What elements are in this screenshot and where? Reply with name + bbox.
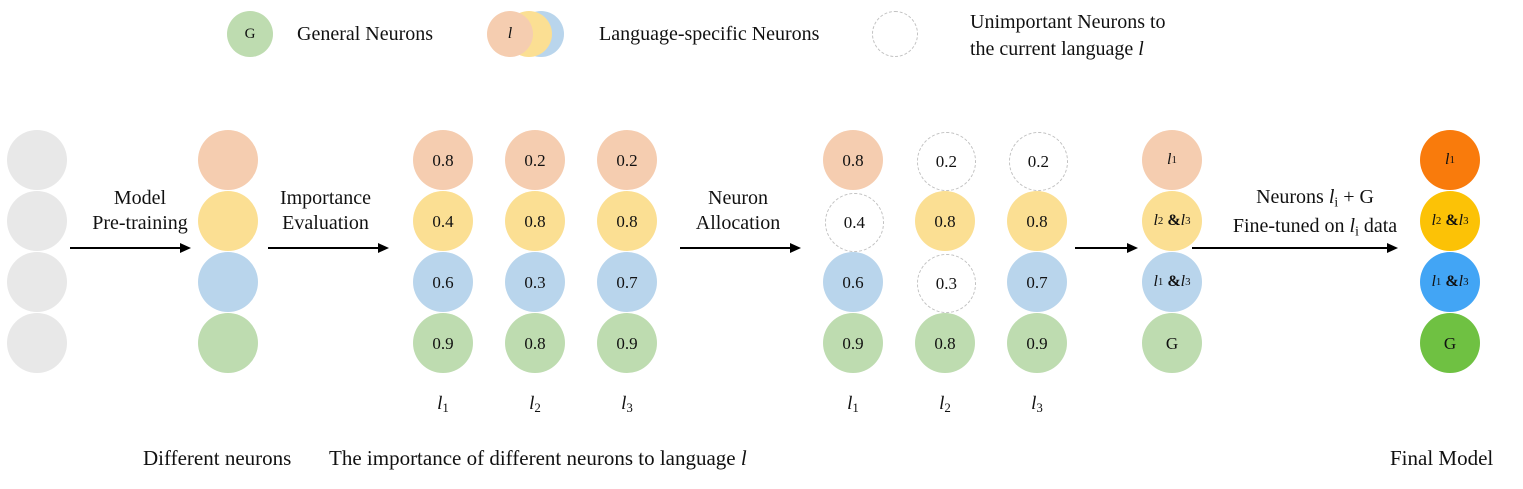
step-fine-tuning-label: Neurons li + G Fine-tuned on li data [1205, 185, 1425, 244]
caption-different-neurons: Different neurons [143, 446, 292, 470]
allocation-l1-neuron-1-inactive: 0.4 [825, 193, 884, 252]
typed-neuron-0 [198, 130, 258, 190]
untyped-neuron-0 [7, 130, 67, 190]
step-2-line1: Importance [279, 187, 372, 209]
typed-neuron-3 [198, 313, 258, 373]
legend-general-glyph: G [244, 25, 256, 42]
allocation-l1-neuron-3: 0.9 [823, 313, 883, 373]
legend-unimportant-neuron-icon [872, 11, 918, 57]
typed-neuron-2 [198, 252, 258, 312]
arrow-2-line [268, 247, 381, 249]
step-4-line1: Neurons li + G [1256, 186, 1374, 210]
importance-l3-neuron-2: 0.7 [597, 252, 657, 312]
importance-column-label-l2: l2 [529, 393, 541, 416]
step-4-line2: Fine-tuned on li data [1232, 215, 1398, 239]
step-model-pre-training-label: Model Pre-training [55, 186, 225, 236]
final-neuron-3: G [1420, 313, 1480, 373]
arrow-5-line [1192, 247, 1390, 249]
allocation-l1-neuron-2: 0.6 [823, 252, 883, 312]
allocation-column-label-l3: l3 [1031, 393, 1043, 416]
arrow-4-head [1127, 243, 1138, 253]
untyped-neuron-1 [7, 191, 67, 251]
allocation-column-label-l1: l1 [847, 393, 859, 416]
legend-lang-label: Language-specific Neurons [599, 23, 820, 45]
importance-l2-neuron-1: 0.8 [505, 191, 565, 251]
importance-column-label-l3: l3 [621, 393, 633, 416]
caption-final-model: Final Model [1390, 446, 1494, 470]
legend-unimportant-label-line2: the current language l [970, 38, 1144, 60]
legend-unimportant-label-line1: Unimportant Neurons to [970, 11, 1166, 33]
importance-l3-neuron-3: 0.9 [597, 313, 657, 373]
untyped-neuron-2 [7, 252, 67, 312]
arrow-1-head [180, 243, 191, 253]
importance-l2-neuron-3: 0.8 [505, 313, 565, 373]
allocation-l2-neuron-0-inactive: 0.2 [917, 132, 976, 191]
arrow-1-line [70, 247, 183, 249]
importance-l2-neuron-0: 0.2 [505, 130, 565, 190]
importance-column-label-l1: l1 [437, 393, 449, 416]
untyped-neuron-3 [7, 313, 67, 373]
allocation-l3-neuron-1: 0.8 [1007, 191, 1067, 251]
allocation-l2-neuron-3: 0.8 [915, 313, 975, 373]
importance-l3-neuron-0: 0.2 [597, 130, 657, 190]
step-2-line2: Evaluation [282, 212, 369, 234]
arrow-3-line [680, 247, 793, 249]
allocation-column-label-l2: l2 [939, 393, 951, 416]
arrow-4-line [1075, 247, 1130, 249]
caption-importance: The importance of different neurons to l… [329, 446, 747, 470]
step-3-line2: Allocation [695, 212, 781, 234]
step-1-line1: Model [113, 187, 167, 209]
assigned-neuron-3: G [1142, 313, 1202, 373]
legend-general-neuron-icon: G [227, 11, 273, 57]
typed-neuron-1 [198, 191, 258, 251]
step-importance-evaluation-label: Importance Evaluation [253, 186, 398, 236]
importance-l1-neuron-0: 0.8 [413, 130, 473, 190]
step-3-line1: Neuron [708, 187, 768, 209]
step-neuron-allocation-label: Neuron Allocation [668, 186, 808, 236]
allocation-l3-neuron-3: 0.9 [1007, 313, 1067, 373]
legend-general-label: General Neurons [297, 23, 434, 45]
allocation-l3-neuron-0-inactive: 0.2 [1009, 132, 1068, 191]
importance-l1-neuron-1: 0.4 [413, 191, 473, 251]
importance-l3-neuron-1: 0.8 [597, 191, 657, 251]
importance-l2-neuron-2: 0.3 [505, 252, 565, 312]
arrow-5-head [1387, 243, 1398, 253]
arrow-3-head [790, 243, 801, 253]
importance-l1-neuron-3: 0.9 [413, 313, 473, 373]
allocation-l3-neuron-2: 0.7 [1007, 252, 1067, 312]
legend-lang-glyph: l [507, 25, 513, 42]
allocation-l1-neuron-0: 0.8 [823, 130, 883, 190]
step-1-line2: Pre-training [92, 212, 188, 234]
allocation-l2-neuron-1: 0.8 [915, 191, 975, 251]
importance-l1-neuron-2: 0.6 [413, 252, 473, 312]
legend-lang-circle-peach-icon: l [487, 11, 533, 57]
allocation-l2-neuron-2-inactive: 0.3 [917, 254, 976, 313]
arrow-2-head [378, 243, 389, 253]
